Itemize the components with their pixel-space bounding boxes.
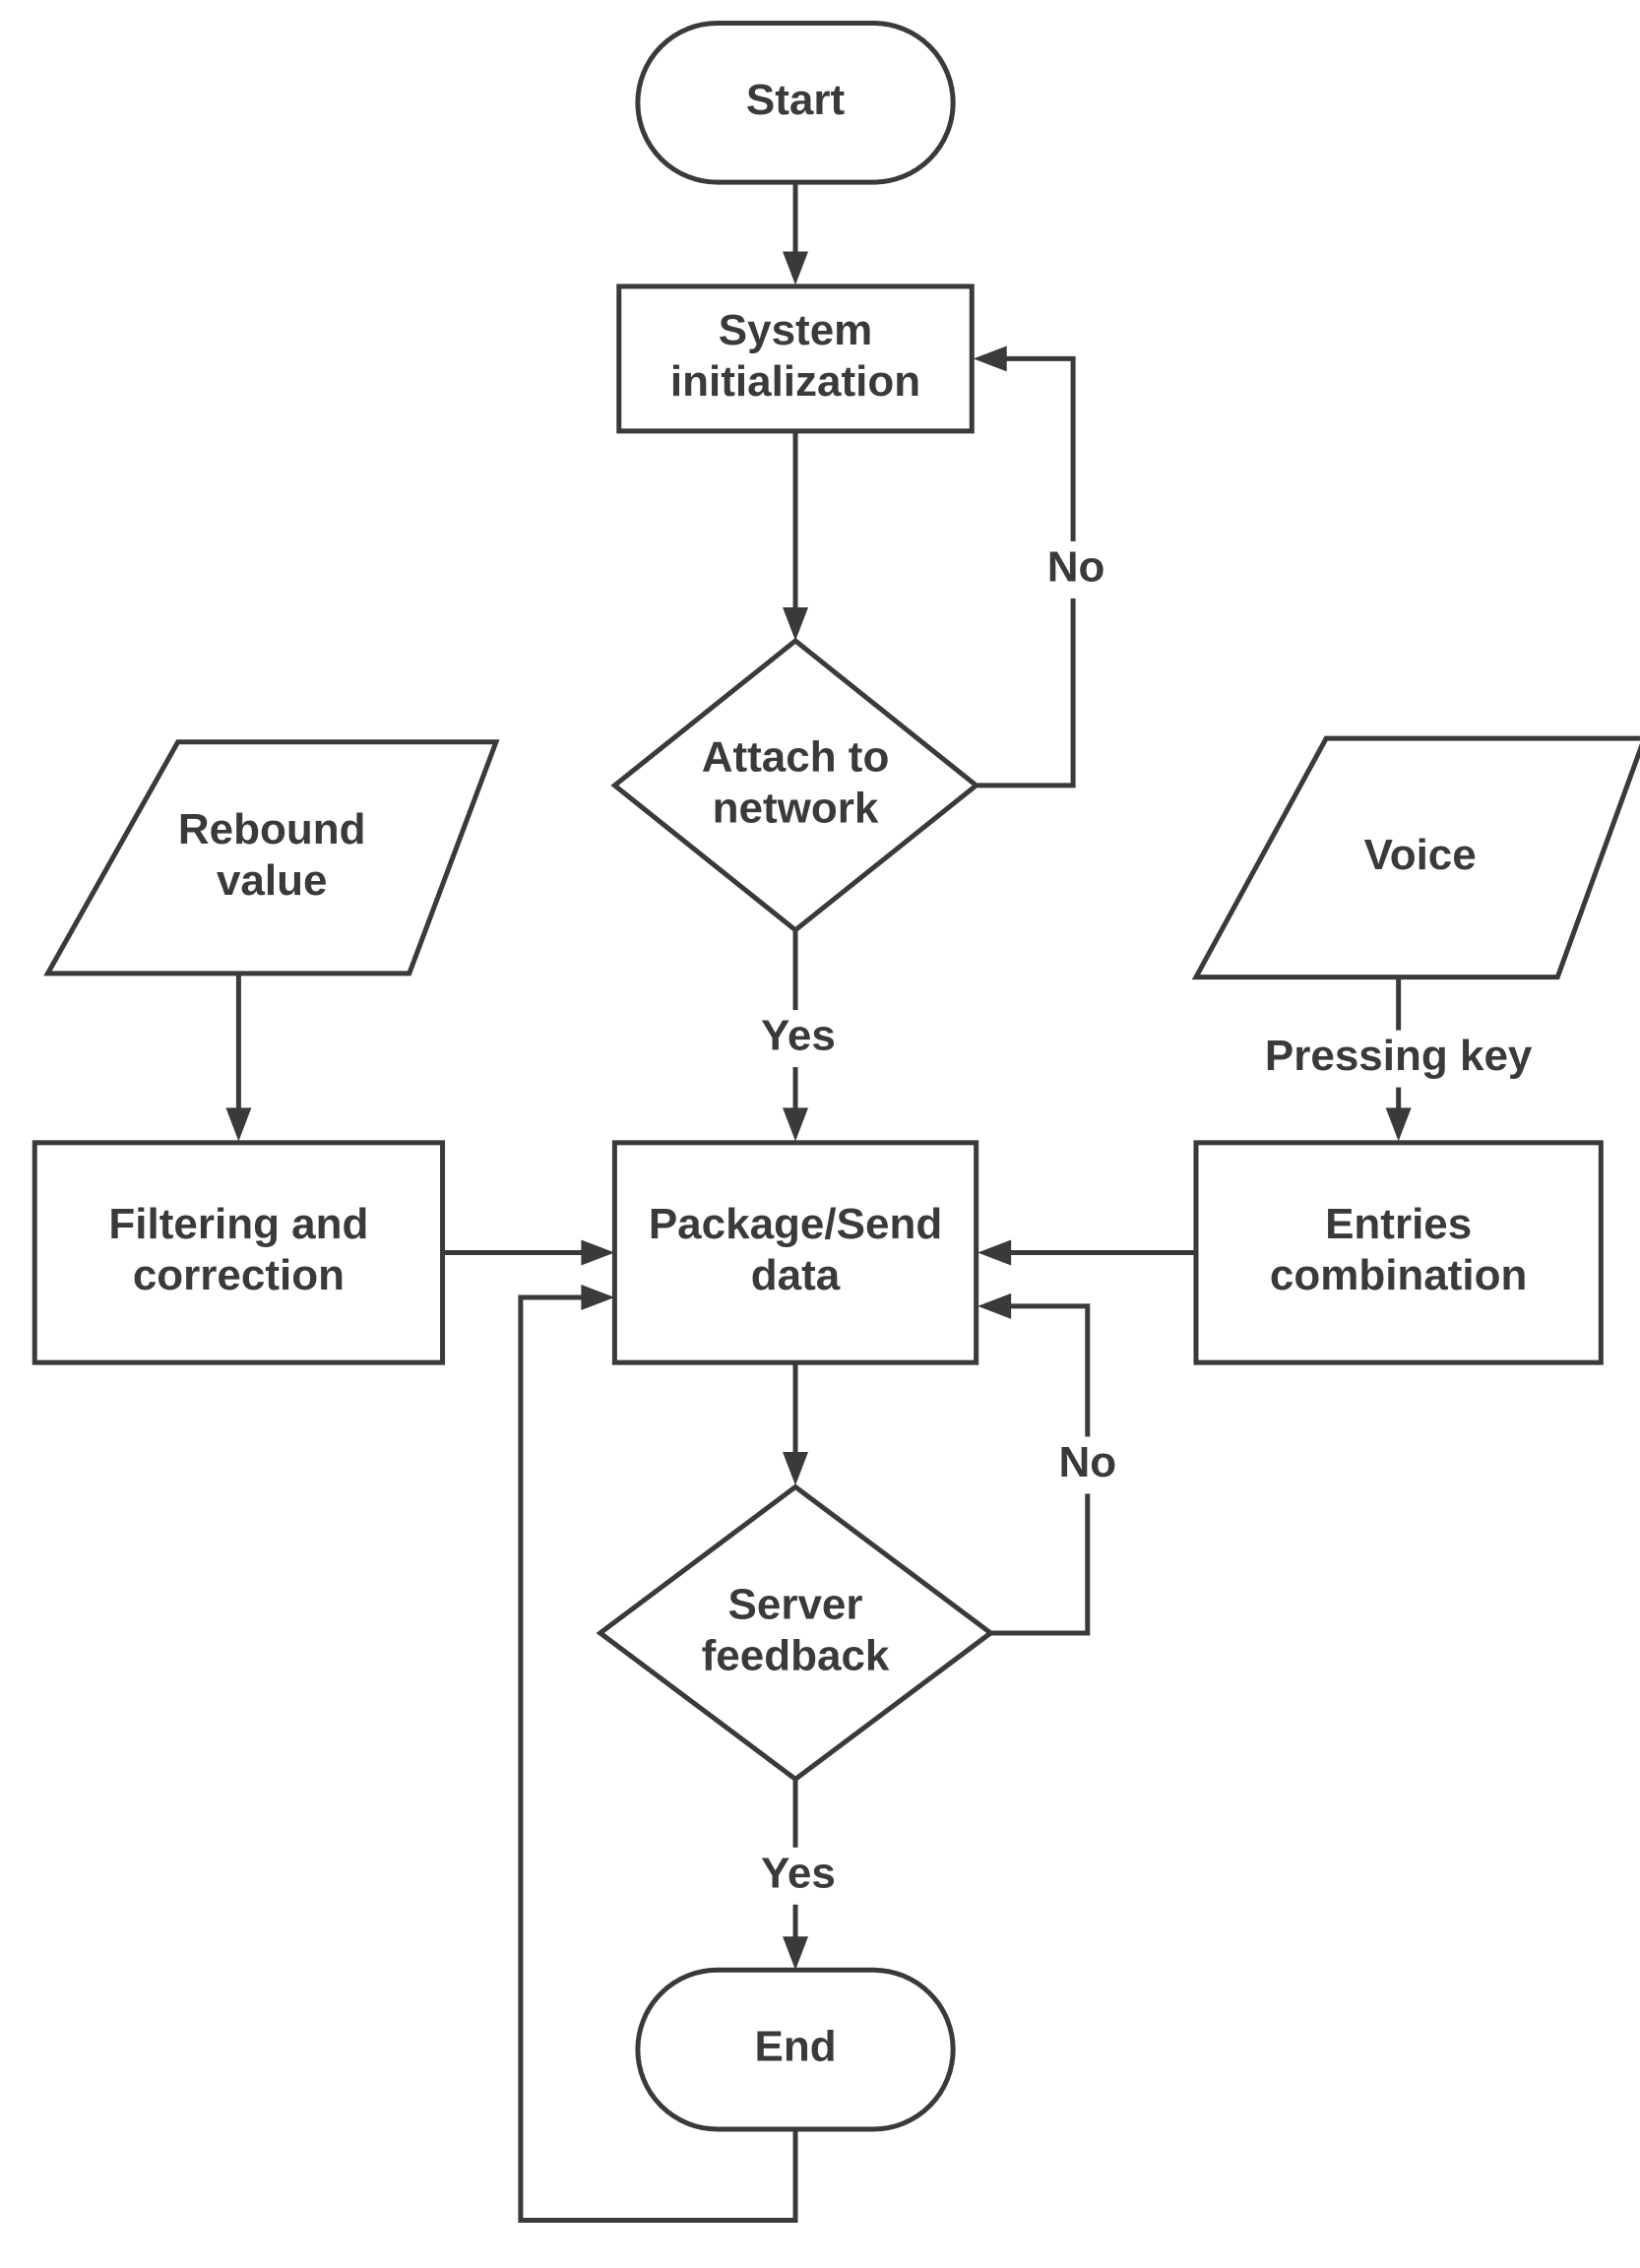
edge-init-attach [783, 430, 809, 641]
node-label: Attach to [702, 733, 890, 782]
edge-label-bg [749, 1010, 847, 1068]
edge-package-server [783, 1362, 809, 1486]
edge-voice-entries: Pressing key [1234, 976, 1562, 1142]
process-box [1193, 1140, 1604, 1365]
edge-label-bg [749, 1847, 847, 1905]
arrowhead [581, 1285, 615, 1311]
decision-diamond [596, 1483, 995, 1783]
node-label: Voice [1364, 831, 1477, 879]
node-label: Package/Send [649, 1200, 942, 1248]
decision-diamond [610, 637, 980, 934]
edge-server-no: No [978, 1292, 1123, 1636]
arrowhead [1385, 1107, 1412, 1142]
node-label: network [713, 785, 879, 833]
arrowhead [581, 1239, 615, 1266]
arrowhead [978, 1292, 1012, 1319]
terminal-shape [635, 21, 956, 185]
edge-entries-package [978, 1239, 1196, 1266]
arrowhead [978, 1239, 1012, 1266]
node-label: Server [728, 1581, 863, 1629]
edge-label: No [1047, 543, 1105, 592]
node-label: Filtering and [108, 1200, 368, 1248]
edge-filter-package [442, 1239, 615, 1266]
node-voice: Voice [1191, 735, 1640, 980]
node-label: combination [1270, 1251, 1528, 1299]
edge-attach-yes: Yes [749, 929, 847, 1142]
node-end: End [635, 1967, 956, 2132]
edge-label: Pressing key [1265, 1032, 1533, 1080]
node-label: initialization [670, 357, 920, 406]
node-label: Entries [1325, 1200, 1472, 1248]
arrowhead [783, 1452, 809, 1486]
edge-line [518, 1294, 798, 2224]
node-label: data [751, 1251, 841, 1299]
edge-label-bg [1051, 1436, 1123, 1494]
arrowhead [783, 251, 809, 285]
arrowhead [973, 346, 1007, 372]
edge-label-bg [1234, 1030, 1562, 1088]
edge-label: Yes [761, 1012, 836, 1060]
node-label: Rebound [178, 805, 366, 853]
process-box [611, 1140, 979, 1365]
arrowhead [783, 606, 809, 641]
data-parallelogram [1191, 735, 1640, 980]
edge-label: No [1058, 1438, 1116, 1486]
terminal-shape [635, 1967, 956, 2132]
process-box [616, 284, 975, 434]
arrowhead [783, 1107, 809, 1142]
edge-rebound-filter [225, 973, 252, 1142]
edge-end-loop [518, 1285, 798, 2224]
node-label: value [217, 856, 328, 905]
edge-attach-no: No [973, 346, 1112, 788]
edge-server-yes: Yes [749, 1779, 847, 1971]
edge-label-bg [1041, 540, 1112, 598]
data-parallelogram [43, 739, 500, 976]
node-label: Start [746, 76, 846, 124]
node-label: feedback [702, 1632, 890, 1680]
process-box [32, 1140, 446, 1365]
node-label: System [719, 306, 873, 354]
edge-start-init [783, 182, 809, 285]
node-label: correction [133, 1251, 345, 1299]
arrowhead [783, 1936, 809, 1971]
arrowhead [225, 1107, 252, 1142]
node-label: End [754, 2023, 836, 2071]
node-start: Start [635, 21, 956, 185]
edge-label: Yes [761, 1849, 836, 1897]
